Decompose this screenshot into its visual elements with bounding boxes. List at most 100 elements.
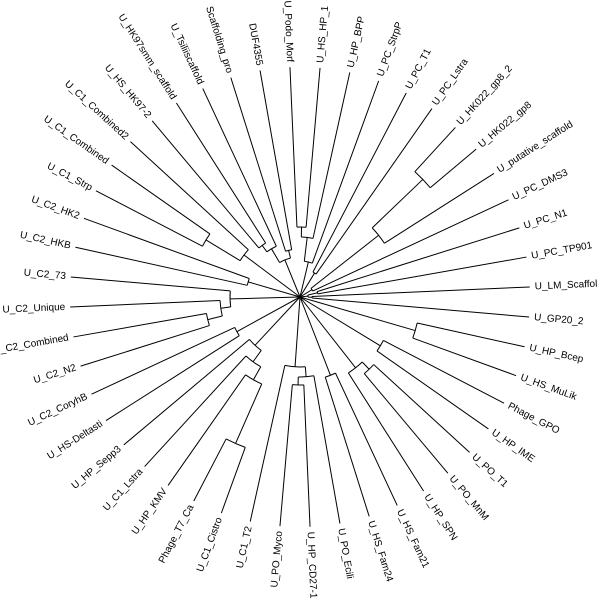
leaf-label: U_HP_BPP <box>346 15 368 69</box>
branch-radial <box>70 276 231 292</box>
leaf-label: U_C2_HK2 <box>30 194 82 222</box>
branch-radial <box>248 281 301 298</box>
leaf-label: U_C2_Unique <box>2 302 66 316</box>
branch-radial <box>175 102 267 244</box>
branch-radial <box>259 70 293 250</box>
branch-arc <box>414 171 431 189</box>
leaf-label: U_HP_KMV <box>130 486 170 537</box>
branch-radial <box>271 248 281 263</box>
leaf-label: U_HS_HK97-2 <box>102 63 153 121</box>
leaf-label: U_HS_HP_1 <box>315 5 331 63</box>
leaf-label: U_HS_Fam24 <box>365 520 395 584</box>
branch-radial <box>417 322 525 348</box>
branch-radial <box>312 92 407 273</box>
branch-arc <box>363 364 375 374</box>
branch-radial <box>259 266 301 298</box>
branch-radial <box>347 372 425 492</box>
leaf-label: U_PC_Lstra <box>430 56 471 107</box>
branch-radial <box>311 80 380 264</box>
branch-radial <box>123 339 250 446</box>
leaf-label: U_HS_Fam21 <box>394 508 431 570</box>
branch-radial <box>289 67 298 228</box>
leaf-label: U_C1_Strp <box>45 161 94 194</box>
leaf-label: U_GP20_2 <box>534 312 585 327</box>
branch-radial <box>363 373 449 474</box>
branch-radial <box>324 376 370 517</box>
branch-radial <box>304 366 307 377</box>
branch-radial <box>311 286 530 297</box>
leaf-label: U_C2_CoryhB <box>26 391 89 428</box>
leaf-label: DUF4355 <box>246 22 264 66</box>
leaf-label: U_C1_Combined <box>41 114 110 167</box>
leaf-label: U_PC_N1 <box>523 208 570 232</box>
branch-radial <box>249 365 286 522</box>
leaf-label: U_PC_T1 <box>404 47 434 91</box>
branch-radial <box>207 315 223 321</box>
leaf-label: U_HS-Deltasti <box>45 419 104 462</box>
branch-radial <box>313 375 341 524</box>
branch-radial <box>230 77 287 252</box>
branch-radial <box>412 337 517 377</box>
branch-radial <box>299 296 328 367</box>
branch-radial <box>307 292 318 296</box>
branch-radial <box>429 148 477 189</box>
leaf-label: Phage_T7_Ca <box>157 503 197 566</box>
leaf-label: U_PO_MnM <box>447 474 491 523</box>
leaf-label: U_HS_MuLik <box>519 372 579 403</box>
branch-radial <box>361 361 370 370</box>
branch-radial <box>91 326 235 395</box>
branch-radial <box>317 227 520 293</box>
leaf-label: U_Podo_Morf <box>281 0 295 62</box>
branch-radial <box>70 299 221 308</box>
branch-radial <box>384 172 495 244</box>
leaf-label: U_C2_Combined <box>0 333 70 357</box>
leaf-label: Scaffolding_pro <box>203 5 234 75</box>
leaf-label: Phage_GPO <box>506 401 562 437</box>
leaf-label: U_PC_StrpP <box>375 20 405 78</box>
branch-radial <box>193 438 227 502</box>
leaf-label: U_C1_Cistro <box>195 516 225 574</box>
branch-radial <box>294 296 301 367</box>
branch-radial <box>347 358 356 369</box>
leaf-label: U_PO_Myco <box>269 530 285 588</box>
branch-radial <box>373 364 470 453</box>
branch-radial <box>252 366 262 381</box>
branch-radial <box>252 350 262 363</box>
tree-branches <box>70 67 530 527</box>
branch-arc <box>234 327 240 336</box>
branch-radial <box>261 245 268 253</box>
branch-radial <box>299 261 309 298</box>
branch-arc <box>225 438 246 448</box>
branch-radial <box>376 350 489 430</box>
leaf-label: U_C1_T2 <box>235 525 255 570</box>
leaf-label: U_HP_SPN <box>422 492 460 542</box>
branch-radial <box>299 296 416 332</box>
branch-radial <box>310 234 379 289</box>
branch-radial <box>299 296 371 340</box>
branch-arc <box>245 374 262 385</box>
leaf-label: U_LM_Scaffol <box>535 279 598 293</box>
branch-radial <box>254 296 301 346</box>
branch-radial <box>299 272 315 298</box>
branch-radial <box>220 306 231 309</box>
branch-radial <box>371 179 424 229</box>
branch-radial <box>130 141 249 251</box>
branch-radial <box>80 325 210 367</box>
branch-radial <box>326 365 331 376</box>
branch-radial <box>312 199 509 292</box>
branch-radial <box>335 372 398 506</box>
branch-arc <box>301 236 314 239</box>
branch-radial <box>75 246 248 286</box>
branch-radial <box>299 289 313 298</box>
leaf-label: U_C1_Lstra <box>101 466 145 513</box>
branch-radial <box>317 256 527 295</box>
branch-radial <box>288 250 291 259</box>
branch-arc <box>205 313 210 326</box>
branch-radial <box>205 239 241 262</box>
leaf-label: U_HP_Sepp3 <box>70 444 124 492</box>
branch-radial <box>242 296 301 300</box>
branch-radial <box>220 447 246 514</box>
branch-radial <box>144 355 247 467</box>
